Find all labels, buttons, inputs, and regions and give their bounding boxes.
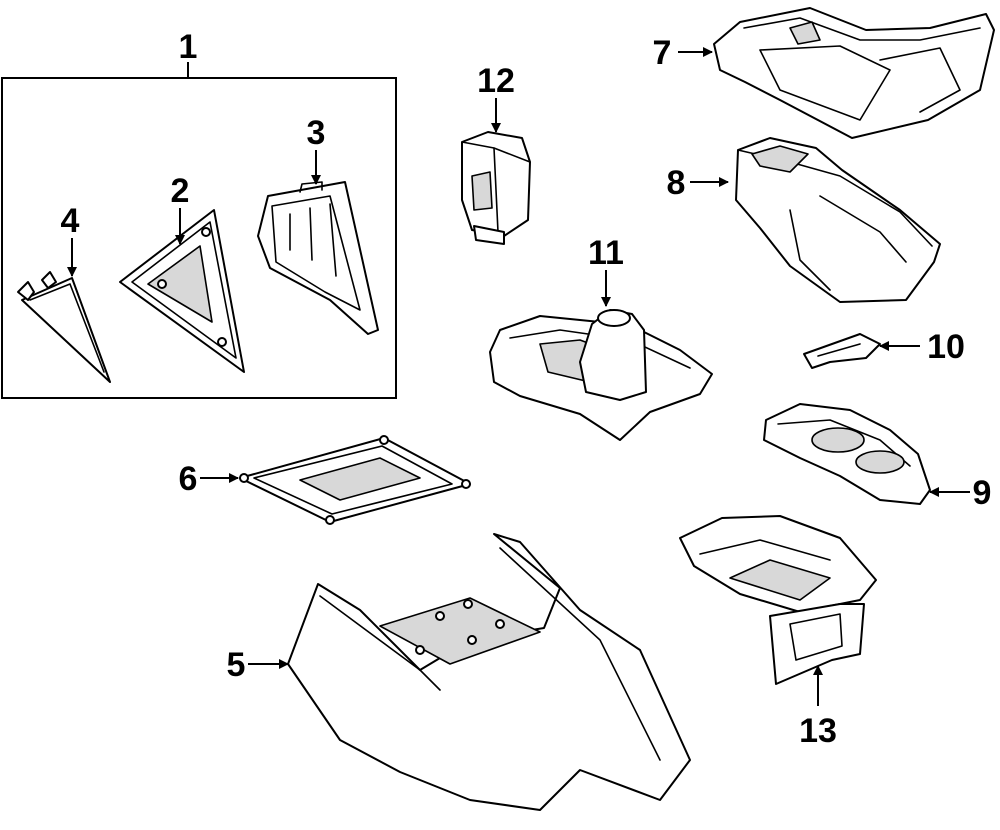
callout-11: 11 xyxy=(588,234,624,272)
part-12-shift-knob[interactable] xyxy=(461,131,531,245)
part-10-clip[interactable] xyxy=(803,333,881,369)
part-5-console-housing[interactable] xyxy=(287,533,691,811)
callout-13: 13 xyxy=(799,712,837,750)
callout-10: 10 xyxy=(927,328,965,366)
callout-5: 5 xyxy=(227,646,246,684)
part-7-console-tray[interactable] xyxy=(713,7,995,139)
callout-12: 12 xyxy=(477,62,515,100)
callout-7: 7 xyxy=(653,34,672,72)
part-11-shift-boot-bezel[interactable] xyxy=(489,309,713,441)
callout-9: 9 xyxy=(973,474,992,512)
part-3-bracket-panel[interactable] xyxy=(257,181,379,335)
part-9-cup-holder[interactable] xyxy=(763,403,931,505)
part-13-armrest[interactable] xyxy=(679,515,877,685)
part-4-triangle-trim[interactable] xyxy=(17,271,111,383)
callout-3: 3 xyxy=(307,114,326,152)
part-2-triangle-panel[interactable] xyxy=(119,209,245,373)
callout-1: 1 xyxy=(179,28,198,66)
group-box-1 xyxy=(1,77,397,399)
part-8-console-body[interactable] xyxy=(735,137,941,303)
callout-6: 6 xyxy=(179,460,198,498)
callout-2: 2 xyxy=(171,172,190,210)
callout-8: 8 xyxy=(667,164,686,202)
callout-4: 4 xyxy=(61,202,80,240)
part-6-mat[interactable] xyxy=(239,435,471,525)
